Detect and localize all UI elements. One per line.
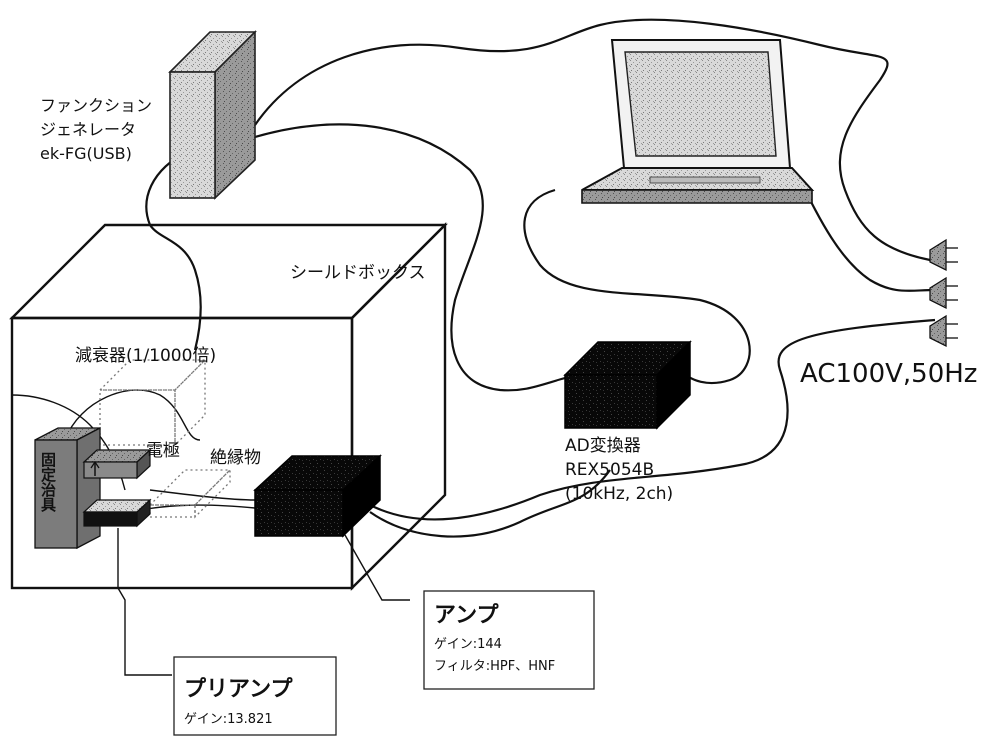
electrode-wire-2 [64,389,201,441]
attenuator-label: 減衰器(1/1000倍) [75,346,216,366]
function-generator-label: ファンクション ジェネレータ ek-FG(USB) [40,96,152,163]
power-label: AC100V,50Hz [800,359,977,389]
laptop-to-power-cable [799,179,936,292]
amp-gain: ゲイン:144 [434,637,502,652]
amp-to-power-cable [369,318,936,521]
amp-title: アンプ [434,603,499,628]
amp-info-box: アンプ ゲイン:144 フィルタ:HPF、HNF [423,590,595,690]
electrode-label: 電極 [146,441,180,461]
svg-text:REX5054B: REX5054B [565,460,654,480]
fg-to-laptop-cable [254,18,931,262]
electrode-lower [82,498,152,528]
svg-text:(10kHz, 2ch): (10kHz, 2ch) [565,484,673,504]
ad-converter-device [563,340,692,430]
fg-power-cable [244,123,566,392]
svg-text:固定治具: 固定治具 [39,452,57,513]
svg-text:ジェネレータ: ジェネレータ [40,120,136,139]
plug-icon [929,314,958,348]
function-generator-device [168,30,257,200]
laptop-to-ad-cable [523,188,751,385]
svg-text:ファンクション: ファンクション [40,96,152,115]
insulator-label: 絶縁物 [210,448,261,468]
svg-text:ek-FG(USB): ek-FG(USB) [40,144,132,163]
laptop-icon [581,39,815,204]
amp-to-ad-cable [369,469,611,538]
preamp-to-amp-wire [149,489,256,501]
fg-to-attenuator-cable [145,149,202,351]
amplifier-device [253,454,382,538]
electrode-to-amp-wire [139,504,256,511]
power-outlets [929,238,958,348]
ad-converter-label: AD変換器 REX5054B (10kHz, 2ch) [565,436,673,504]
preamp-title: プリアンプ [184,677,293,702]
cables [11,18,936,538]
shield-box-label: シールドボックス [290,263,426,283]
fixture-label: 固定治具 [39,452,57,513]
svg-text:AD変換器: AD変換器 [565,436,641,456]
preamp-info-box: プリアンプ ゲイン:13.821 [173,656,337,736]
preamp-gain: ゲイン:13.821 [184,712,273,727]
amp-filter: フィルタ:HPF、HNF [434,659,555,674]
preamp-callout-line [117,528,172,676]
electrode-upper [82,448,152,480]
plug-icon [929,276,958,310]
insulator-block [148,468,232,519]
plug-icon [929,238,958,272]
amp-callout-line [344,534,410,601]
